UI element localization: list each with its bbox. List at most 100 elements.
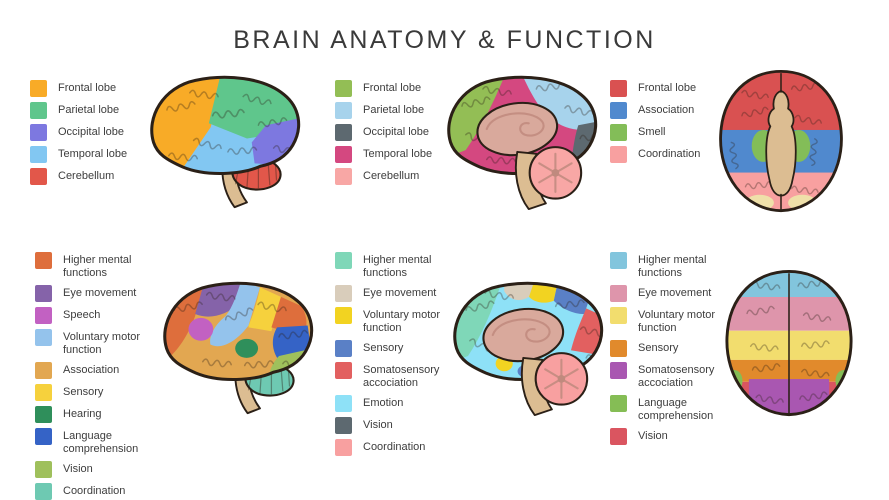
legend-label: Occipital lobe bbox=[363, 126, 430, 138]
brain-outline bbox=[150, 75, 301, 175]
legend-label: Coordination bbox=[363, 441, 426, 453]
legend-label: Higher mental functions bbox=[363, 254, 432, 279]
color-swatch bbox=[335, 340, 352, 357]
legend-label: Language comprehension bbox=[63, 430, 139, 455]
legend-item: Sensory bbox=[610, 340, 738, 357]
legend-label: Eye movement bbox=[638, 287, 712, 299]
legend-item: Temporal lobe bbox=[30, 146, 158, 163]
legend-item: Somatosensory accociation bbox=[610, 362, 738, 390]
color-swatch bbox=[35, 384, 52, 401]
legend-item: Eye movement bbox=[610, 285, 738, 302]
color-swatch bbox=[335, 362, 352, 379]
legend-label: Sensory bbox=[638, 342, 679, 354]
legend-item: Emotion bbox=[335, 395, 463, 412]
color-swatch bbox=[610, 340, 627, 357]
legend-label: Coordination bbox=[63, 485, 126, 497]
legend-item: Cerebellum bbox=[30, 168, 158, 185]
color-swatch bbox=[30, 124, 47, 141]
corpus-callosum-swirl bbox=[491, 318, 551, 343]
color-swatch bbox=[35, 461, 52, 478]
legend-label: Temporal lobe bbox=[58, 148, 128, 160]
color-swatch bbox=[610, 102, 627, 119]
color-swatch bbox=[35, 428, 52, 445]
legend-item: Speech bbox=[35, 307, 163, 324]
brain-illustration-anatomy-top bbox=[719, 69, 843, 213]
legend-item: Language comprehension bbox=[610, 395, 738, 423]
legend-item: Vision bbox=[335, 417, 463, 434]
legend-label: Somatosensory accociation bbox=[363, 364, 440, 389]
legend-item: Frontal lobe bbox=[30, 80, 158, 97]
brain-outline bbox=[447, 75, 598, 175]
region-hearing bbox=[235, 338, 259, 358]
legend-item: Parietal lobe bbox=[30, 102, 158, 119]
legend: Frontal lobe Parietal lobe Occipital lob… bbox=[30, 80, 158, 190]
region-voluntary-motor-function bbox=[210, 283, 260, 347]
legend-label: Vision bbox=[63, 463, 93, 475]
color-swatch bbox=[35, 329, 52, 346]
color-swatch bbox=[610, 307, 627, 324]
brain-illustration-function-top bbox=[725, 270, 853, 417]
color-swatch bbox=[335, 102, 352, 119]
page-title: BRAIN ANATOMY & FUNCTION bbox=[233, 26, 656, 54]
legend-label: Association bbox=[638, 104, 695, 116]
legend-label: Frontal lobe bbox=[638, 82, 697, 94]
legend-label: Eye movement bbox=[63, 287, 137, 299]
color-swatch bbox=[30, 146, 47, 163]
legend-item: Coordination bbox=[335, 439, 463, 456]
color-swatch bbox=[335, 417, 352, 434]
legend-item: Eye movement bbox=[335, 285, 463, 302]
brain-illustration-function-sagittal bbox=[453, 281, 604, 417]
region-voluntary-motor-function bbox=[529, 283, 560, 303]
color-swatch bbox=[30, 80, 47, 97]
legend: Frontal lobe Association Smell Coordinat… bbox=[610, 80, 738, 168]
brain-outline bbox=[725, 270, 853, 417]
legend-item: Coordination bbox=[610, 146, 738, 163]
legend: Higher mental functions Eye movement Vol… bbox=[610, 252, 738, 450]
color-swatch bbox=[335, 168, 352, 185]
legend-item: Voluntary motor function bbox=[335, 307, 463, 335]
legend-label: Cerebellum bbox=[363, 170, 420, 182]
brain-illustration-anatomy-sagittal bbox=[447, 75, 598, 211]
region-higher-mental-functions bbox=[271, 296, 307, 332]
color-swatch bbox=[35, 362, 52, 379]
color-swatch bbox=[335, 252, 352, 269]
legend-label: Higher mental functions bbox=[638, 254, 707, 279]
brain-outline bbox=[163, 281, 314, 381]
legend-label: Sensory bbox=[363, 342, 404, 354]
legend-item: Somatosensory accociation bbox=[335, 362, 463, 390]
region-eye-movement bbox=[504, 283, 537, 301]
legend-label: Occipital lobe bbox=[58, 126, 125, 138]
legend-item: Language comprehension bbox=[35, 428, 163, 456]
legend-label: Emotion bbox=[363, 397, 404, 409]
legend-label: Speech bbox=[63, 309, 101, 321]
legend-item: Eye movement bbox=[35, 285, 163, 302]
color-swatch bbox=[335, 439, 352, 456]
brain-outline bbox=[719, 69, 843, 213]
brain-illustration-anatomy-lateral bbox=[150, 75, 301, 209]
legend: Higher mental functions Eye movement Spe… bbox=[35, 252, 163, 500]
legend-label: Voluntary motor function bbox=[363, 309, 441, 334]
legend: Higher mental functions Eye movement Vol… bbox=[335, 252, 463, 461]
legend-item: Hearing bbox=[35, 406, 163, 423]
color-swatch bbox=[610, 395, 627, 412]
legend: Frontal lobe Parietal lobe Occipital lob… bbox=[335, 80, 463, 190]
color-swatch bbox=[35, 285, 52, 302]
legend-label: Voluntary motor function bbox=[638, 309, 716, 334]
brain-outline bbox=[453, 281, 604, 381]
color-swatch bbox=[610, 124, 627, 141]
legend-label: Association bbox=[63, 364, 120, 376]
color-swatch bbox=[335, 146, 352, 163]
legend-item: Association bbox=[35, 362, 163, 379]
color-swatch bbox=[610, 362, 627, 379]
legend-item: Frontal lobe bbox=[335, 80, 463, 97]
legend-label: Sensory bbox=[63, 386, 104, 398]
legend-item: Smell bbox=[610, 124, 738, 141]
color-swatch bbox=[335, 285, 352, 302]
color-swatch bbox=[30, 168, 47, 185]
color-swatch bbox=[30, 102, 47, 119]
legend-label: Eye movement bbox=[363, 287, 437, 299]
region-speech bbox=[188, 317, 214, 341]
color-swatch bbox=[610, 80, 627, 97]
legend-label: Hearing bbox=[63, 408, 102, 420]
